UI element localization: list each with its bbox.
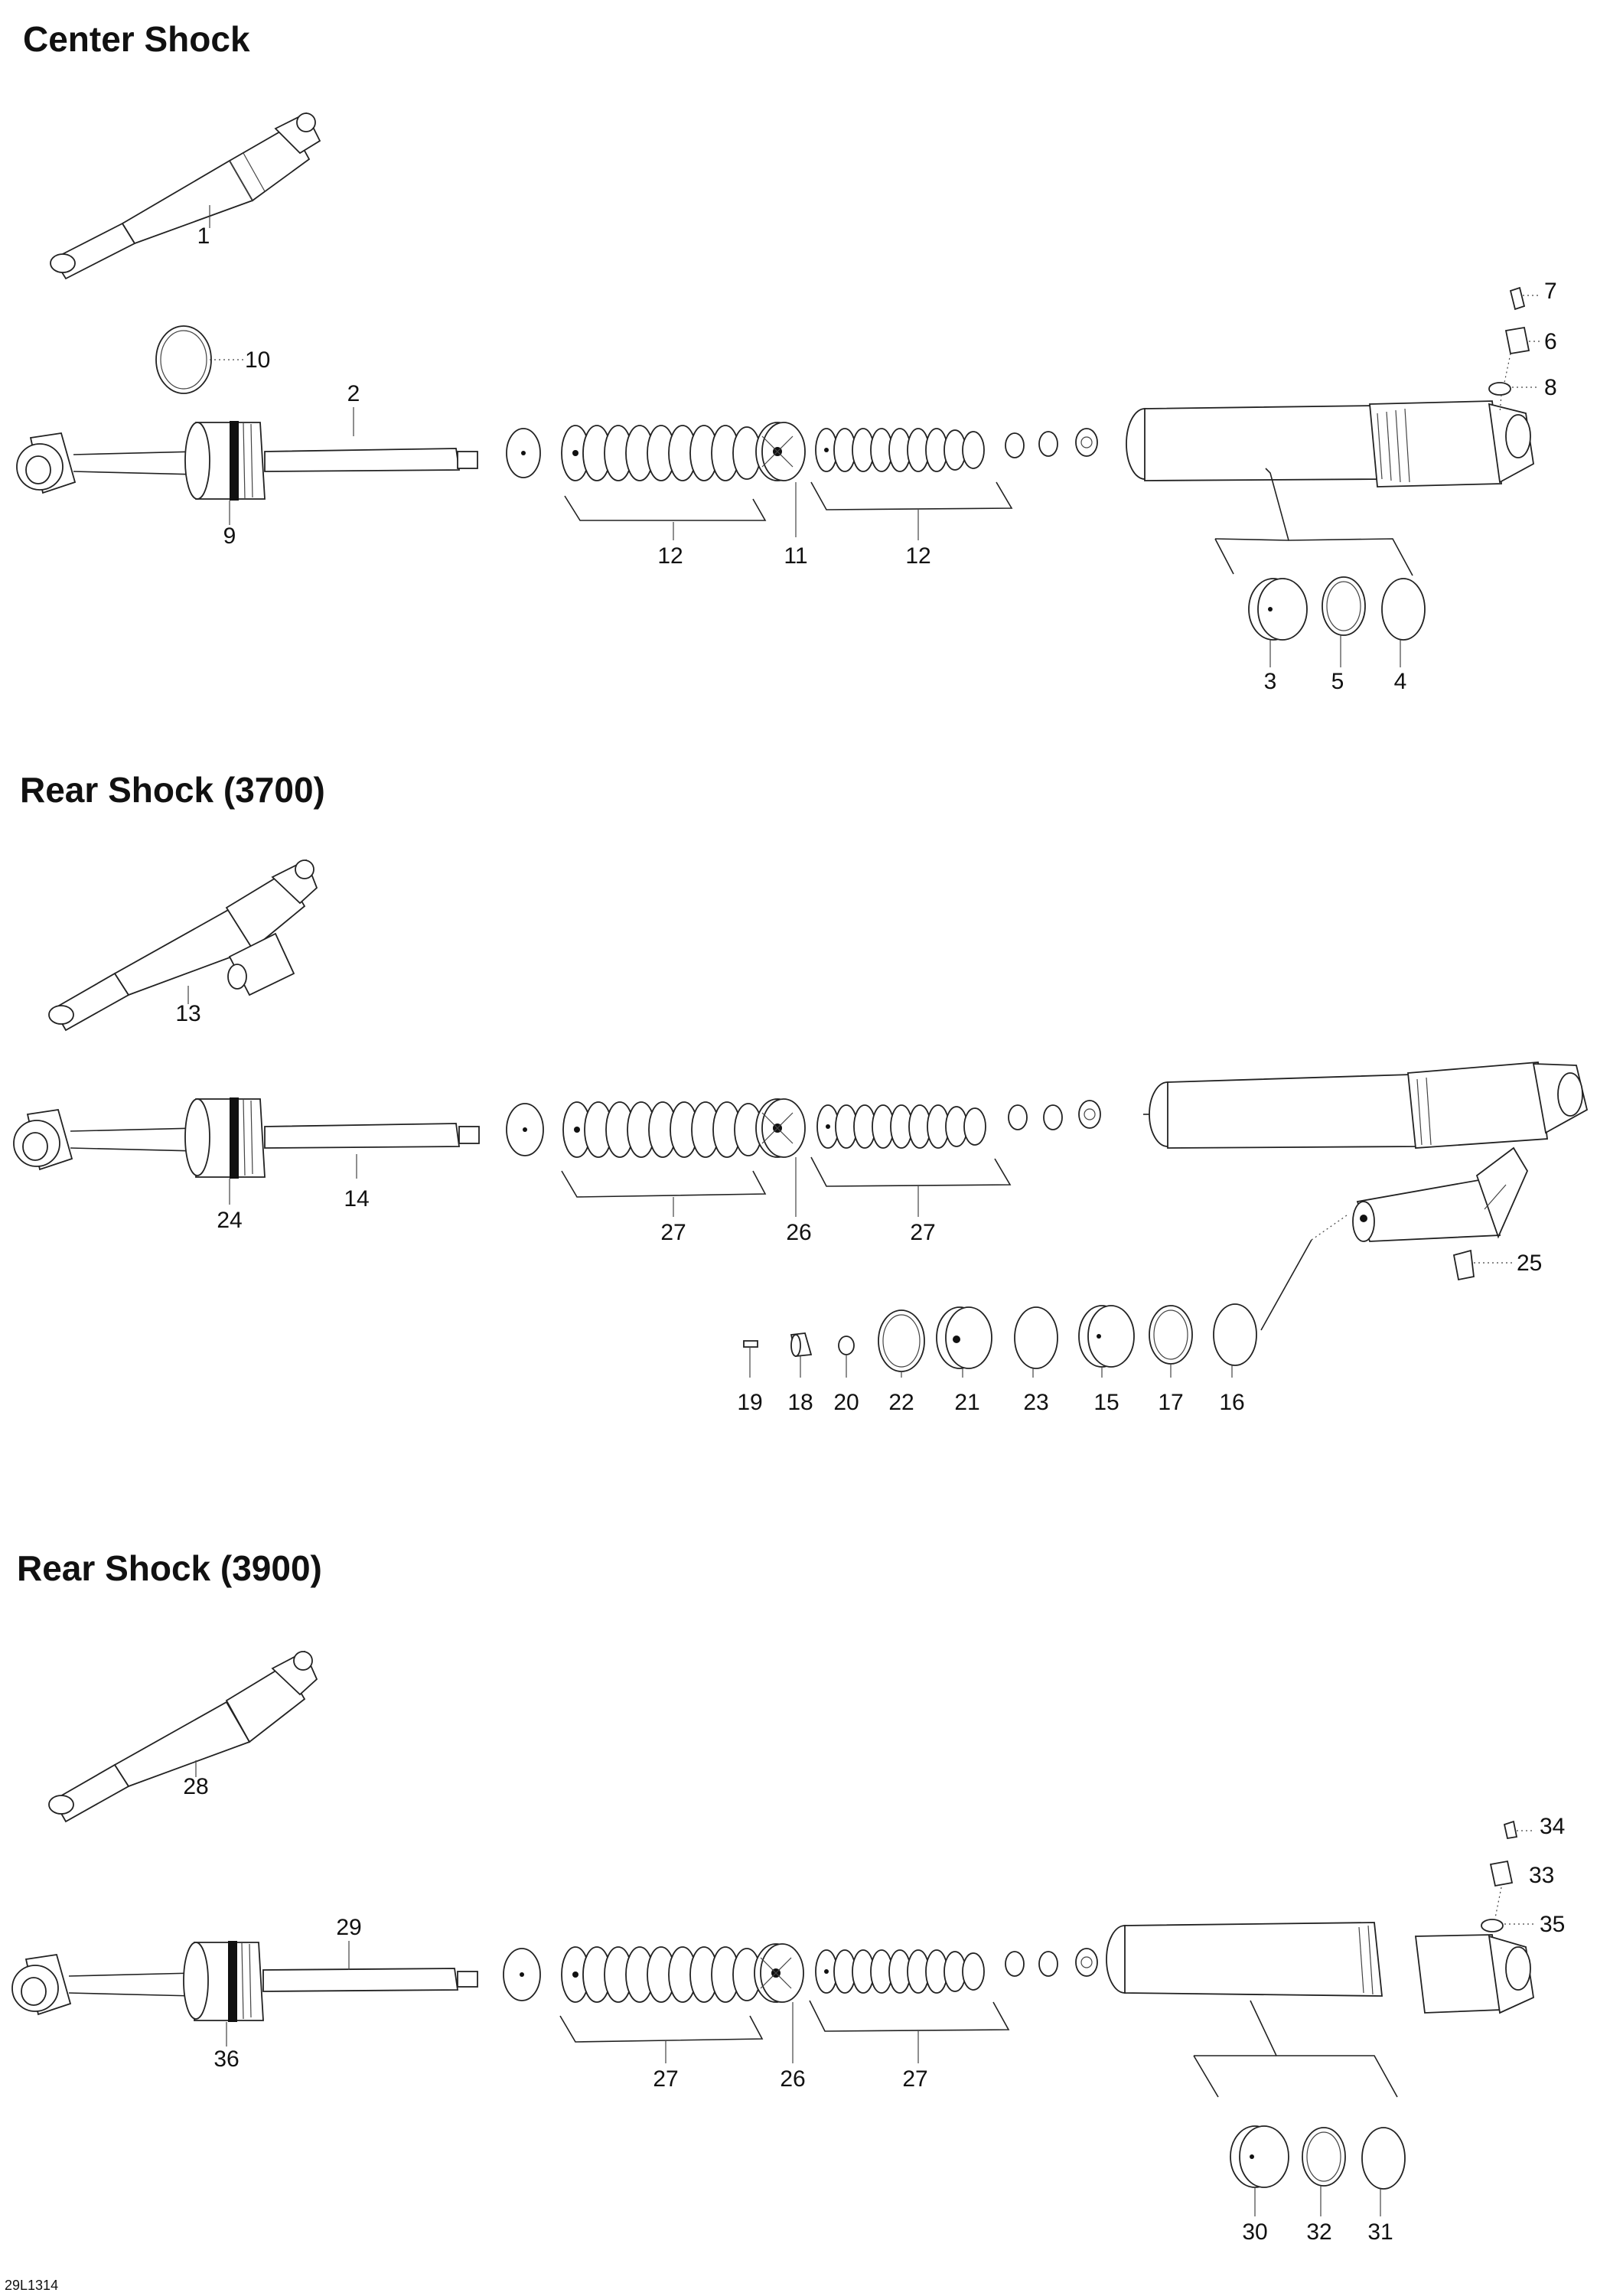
- callout-5: 5: [1331, 669, 1344, 694]
- rear-3900-reservoir-parts: [1230, 2125, 1406, 2190]
- callout-23: 23: [1023, 1390, 1048, 1415]
- callout-2: 2: [347, 381, 360, 406]
- rear-3700-shim-stack-left: [562, 1101, 763, 1158]
- center-main-piston: [755, 422, 806, 481]
- callout-9: 9: [223, 523, 236, 549]
- callout-4: 4: [1394, 669, 1407, 694]
- callout-35: 35: [1540, 1912, 1565, 1937]
- rear-3700-body: [1352, 1062, 1589, 1281]
- rear-3900-main-piston: [754, 1943, 804, 2003]
- callout-18: 18: [787, 1390, 813, 1415]
- callout-17: 17: [1158, 1390, 1183, 1415]
- callout-27-left: 27: [660, 1220, 686, 1245]
- center-reservoir-body: [1369, 400, 1534, 488]
- rear-3700-eyelet: [13, 1108, 73, 1171]
- rear-3900-body: [1414, 1934, 1534, 2014]
- callout-27-3900-left: 27: [653, 2066, 678, 2092]
- callout-7: 7: [1544, 279, 1557, 304]
- callout-1: 1: [197, 223, 210, 249]
- rear-3700-shim-stack-right: [816, 1104, 986, 1149]
- callout-36: 36: [213, 2047, 239, 2072]
- callout-6: 6: [1544, 329, 1557, 354]
- rear-shock-3700-assembly-view: 13 14 15 16 17 18 19 20 21 22 23 24 25 2…: [13, 859, 1589, 1415]
- center-shock-assembly-view: 1 2 3 4 5 6 7 8 9 10 11 12 12: [16, 112, 1557, 694]
- callout-3: 3: [1264, 669, 1277, 694]
- callout-13: 13: [175, 1001, 200, 1026]
- callout-32: 32: [1306, 2219, 1331, 2245]
- callout-25: 25: [1517, 1251, 1542, 1276]
- callout-31: 31: [1367, 2219, 1393, 2245]
- callout-26: 26: [786, 1220, 811, 1245]
- callout-27-right: 27: [910, 1220, 935, 1245]
- callout-28: 28: [183, 1774, 208, 1799]
- center-shock-title: Center Shock: [23, 19, 250, 59]
- callout-12-left: 12: [657, 543, 683, 569]
- center-shim-stack-right: [815, 428, 985, 472]
- callout-8: 8: [1544, 375, 1557, 400]
- callout-27-3900-right: 27: [902, 2066, 927, 2092]
- callout-11: 11: [784, 543, 807, 569]
- callout-34: 34: [1540, 1814, 1565, 1839]
- rear-3900-eyelet: [11, 1953, 72, 2016]
- center-shock-piston: [184, 421, 266, 501]
- callout-12-right: 12: [905, 543, 930, 569]
- center-shock-eyelet: [16, 432, 77, 494]
- callout-20: 20: [833, 1390, 859, 1415]
- rear-shock-3700-assembled: [48, 859, 318, 1032]
- rear-3700-piston: [184, 1097, 266, 1179]
- callout-15: 15: [1093, 1390, 1119, 1415]
- center-shim-stack-left: [561, 425, 761, 481]
- callout-14: 14: [344, 1186, 369, 1212]
- rear-3700-main-piston: [755, 1098, 806, 1158]
- rear-shock-3900-assembly-view: 26 27 27 28 29 30 31 32 33 34 35 36: [11, 1650, 1565, 2245]
- rear-shock-3900-assembled: [48, 1650, 318, 1823]
- o-ring-part: [155, 325, 212, 394]
- rear-3900-shim-stack-right: [815, 1949, 985, 1994]
- center-shock-assembled: [50, 112, 321, 280]
- callout-24: 24: [217, 1208, 242, 1233]
- callout-10: 10: [245, 347, 270, 373]
- callout-30: 30: [1242, 2219, 1267, 2245]
- rear-shock-3900-title: Rear Shock (3900): [17, 1548, 322, 1588]
- callout-26-3900: 26: [780, 2066, 805, 2092]
- callout-16: 16: [1219, 1390, 1244, 1415]
- rear-3900-shim-stack-left: [561, 1946, 761, 2003]
- callout-29: 29: [336, 1915, 361, 1940]
- figure-code: 29L1314: [5, 2278, 59, 2293]
- rear-shock-3700-title: Rear Shock (3700): [20, 770, 325, 810]
- center-reservoir-parts: [1248, 576, 1426, 641]
- callout-19: 19: [737, 1390, 762, 1415]
- rear-3700-reservoir-parts: [743, 1303, 1257, 1372]
- callout-33: 33: [1529, 1863, 1554, 1888]
- rear-3900-piston: [183, 1941, 264, 2022]
- callout-22: 22: [888, 1390, 914, 1415]
- callout-21: 21: [954, 1390, 979, 1415]
